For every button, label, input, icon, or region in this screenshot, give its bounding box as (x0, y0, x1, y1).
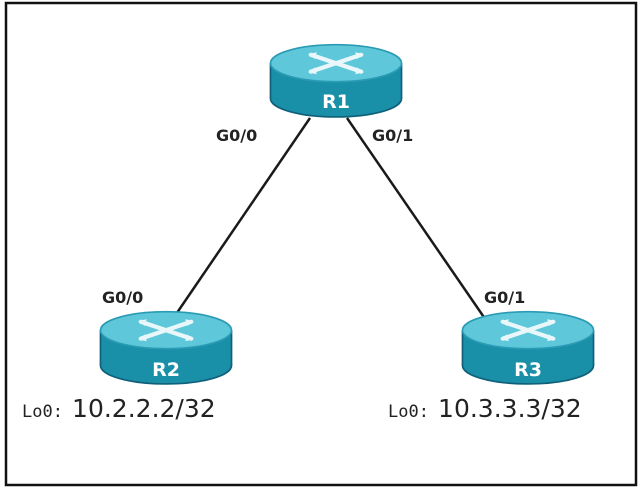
link-r1-r3 (345, 117, 492, 327)
r3-loopback-interface: Lo0: (388, 402, 429, 422)
r2-interface-g0-0-label: G0/0 (102, 288, 143, 307)
r1-interface-g0-1-label: G0/1 (372, 126, 413, 145)
router-r1-label: R1 (322, 91, 350, 113)
link-r1-r2 (166, 117, 312, 327)
router-r2[interactable]: R2 (100, 312, 231, 384)
diagram-frame (4, 1, 638, 487)
r2-loopback-label: Lo0: 10.2.2.2/32 (22, 394, 216, 423)
router-r3-label: R3 (514, 359, 542, 381)
r3-loopback-label: Lo0: 10.3.3.3/32 (388, 394, 582, 423)
router-r1[interactable]: R1 (270, 45, 401, 117)
router-r2-label: R2 (152, 359, 180, 381)
r2-loopback-address: 10.2.2.2/32 (72, 394, 216, 423)
router-r3[interactable]: R3 (462, 312, 593, 384)
r2-loopback-interface: Lo0: (22, 402, 63, 422)
r3-interface-g0-1-label: G0/1 (484, 288, 525, 307)
r3-loopback-address: 10.3.3.3/32 (438, 394, 582, 423)
r1-interface-g0-0-label: G0/0 (216, 126, 257, 145)
